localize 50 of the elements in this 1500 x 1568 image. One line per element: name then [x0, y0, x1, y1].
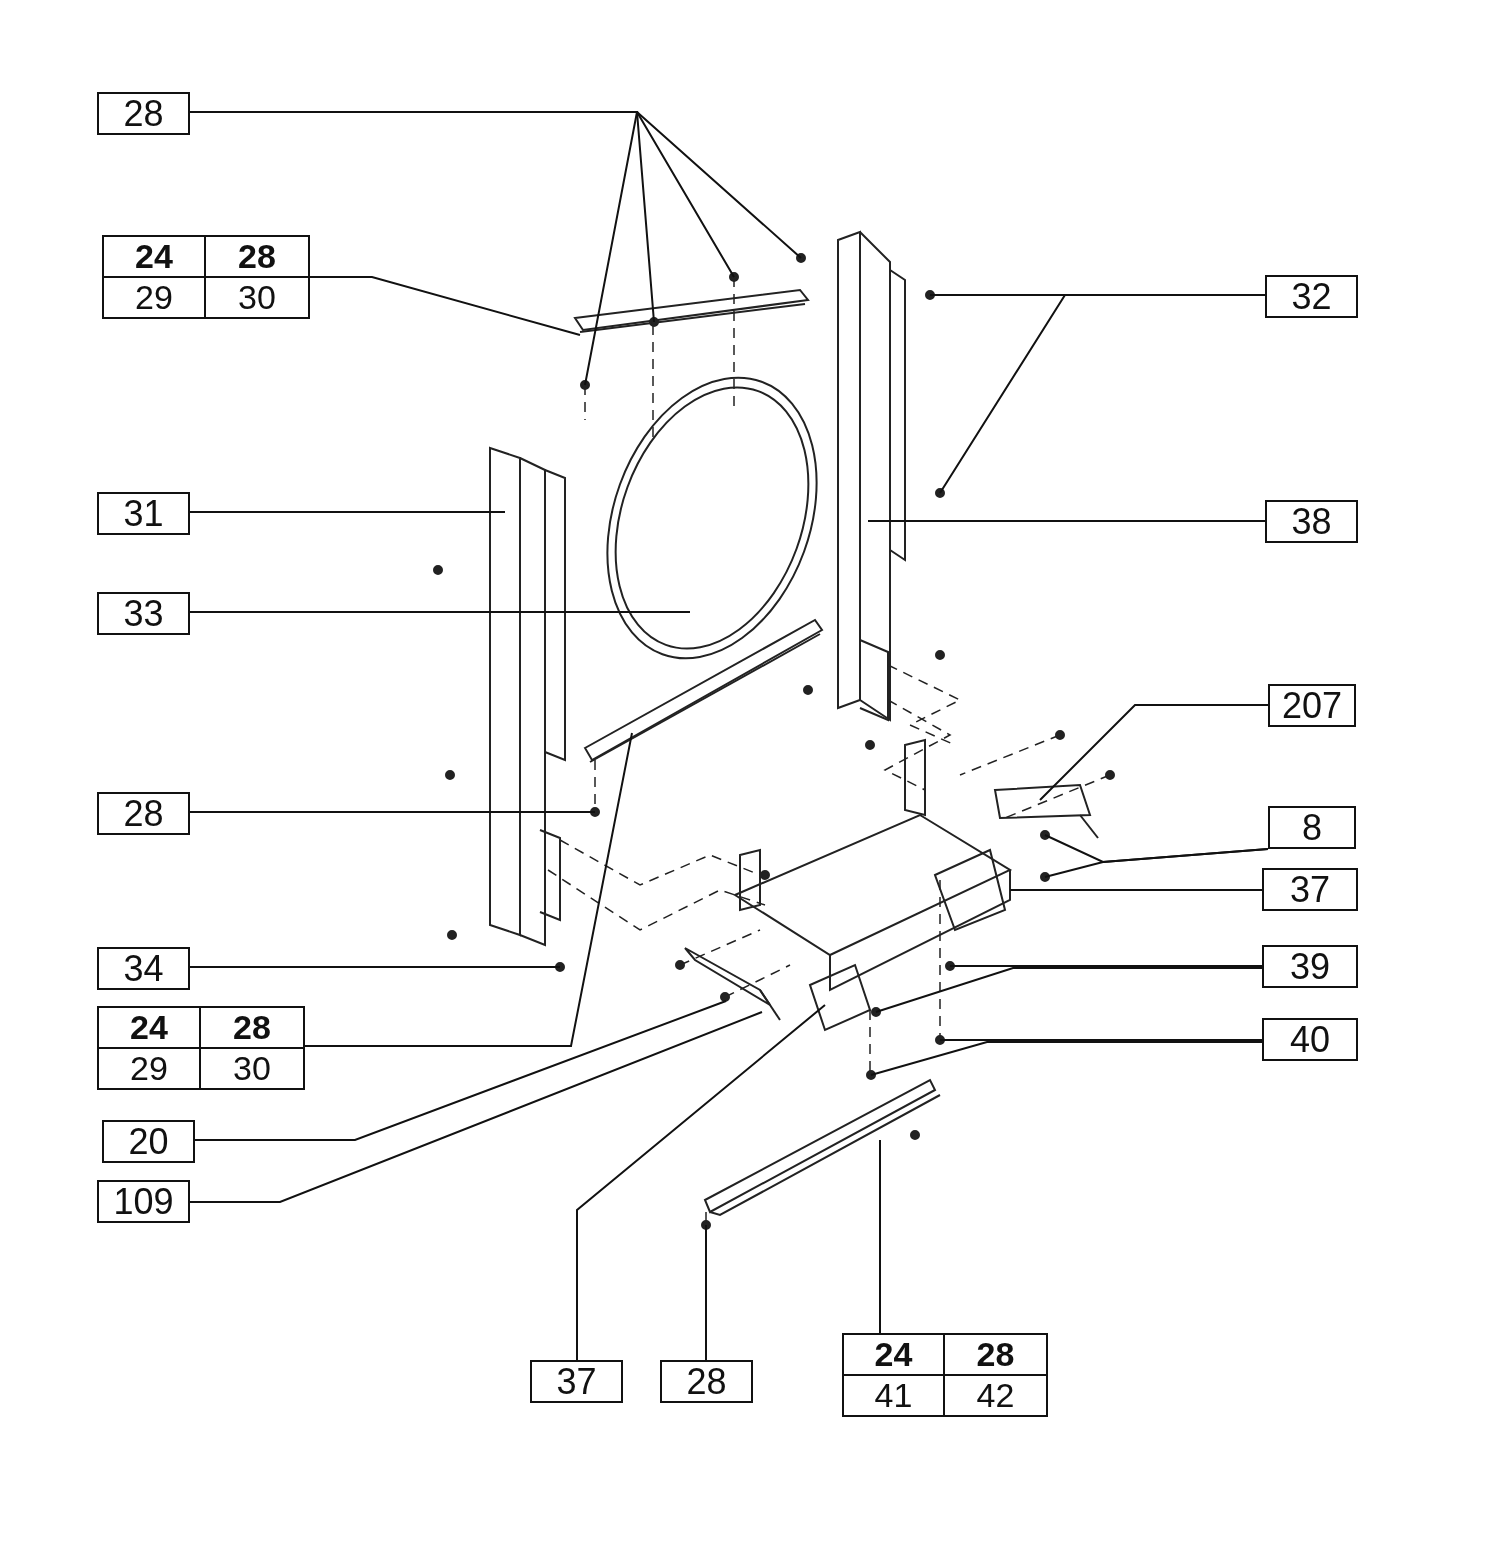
table-cell: 28	[201, 1008, 303, 1049]
callout-number: 8	[1268, 806, 1356, 849]
leader-line	[189, 1011, 763, 1203]
leader-line	[867, 520, 1266, 522]
table-cell-text: 30	[232, 1049, 272, 1088]
part-number-table	[842, 1333, 1048, 1417]
leader-line	[875, 967, 1263, 1013]
callout-number: 37	[1262, 868, 1358, 911]
callout-number: 20	[102, 1120, 195, 1163]
callout-number: 38	[1265, 500, 1358, 543]
table-cell: 28	[206, 237, 308, 278]
leader-line	[1009, 889, 1263, 891]
leader-line	[879, 1139, 881, 1334]
leader-line	[189, 811, 596, 813]
leader-line	[870, 1041, 1263, 1076]
leader-line	[576, 1004, 826, 1361]
callout-number: 32	[1265, 275, 1358, 318]
table-cell-text: 42	[975, 1376, 1016, 1415]
callout-number: 39	[1262, 945, 1358, 988]
table-cell: 29	[99, 1049, 201, 1088]
table-cell: 29	[104, 278, 206, 317]
callout-number: 207	[1268, 684, 1356, 727]
leader-line	[705, 1224, 707, 1361]
leader-line	[1044, 834, 1269, 863]
leader-line	[939, 1039, 1263, 1041]
leader-line	[304, 732, 633, 1047]
leader-line	[949, 965, 1263, 967]
leader-line	[189, 511, 506, 513]
callout-number: 28	[660, 1360, 753, 1403]
callout-number: 31	[97, 492, 190, 535]
table-cell-text: 30	[237, 278, 277, 317]
leader-line	[309, 276, 581, 336]
leader-line	[194, 1000, 727, 1141]
table-cell: 24	[844, 1335, 945, 1376]
leader-line	[189, 611, 691, 613]
table-cell: 28	[945, 1335, 1046, 1376]
callout-number: 28	[97, 92, 190, 135]
part-number-table	[102, 235, 310, 319]
callout-number: 40	[1262, 1018, 1358, 1061]
table-cell: 24	[104, 237, 206, 278]
table-cell: 41	[844, 1376, 945, 1415]
callout-number: 28	[97, 792, 190, 835]
part-number-table	[97, 1006, 305, 1090]
leader-line	[189, 966, 561, 968]
callout-number: 37	[530, 1360, 623, 1403]
table-cell: 24	[99, 1008, 201, 1049]
callout-number: 34	[97, 947, 190, 990]
callout-number: 33	[97, 592, 190, 635]
leader-line	[1039, 704, 1269, 801]
callout-number: 109	[97, 1180, 190, 1223]
